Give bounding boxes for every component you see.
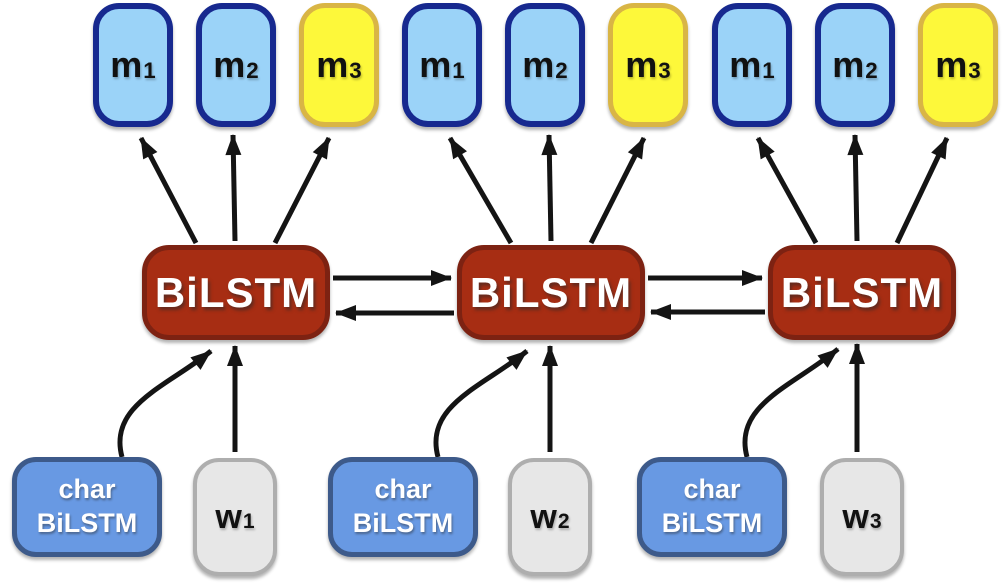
arrow-bilstm1-to-m3 [272,136,332,245]
memory-cell-subscript: 2 [865,57,878,83]
word-subscript: 1 [242,510,255,534]
word-label: w [842,497,869,536]
memory-cell-subscript: 2 [555,57,568,83]
arrow-char2-to-bilstm2 [433,349,529,458]
word-subscript: 2 [557,510,570,534]
bilstm-label: BiLSTM [780,268,944,316]
char-label-line1: char [58,474,116,505]
arrow-bilstm3-to-m3 [894,136,950,245]
arrow-bilstm3-to-m1 [755,136,819,245]
bilstm-label: BiLSTM [154,268,318,316]
char-bilstm-box-2: char BiLSTM [328,457,478,557]
memory-cell-subscript: 3 [658,57,671,83]
bilstm-box-2: BiLSTM [457,245,645,340]
memory-cell-label: m [522,44,555,85]
memory-cell-label: m [729,44,762,85]
memory-cell-subscript: 3 [968,57,981,83]
arrow-bilstm2-to-m1 [447,136,514,245]
arrow-bilstm1-to-m2 [225,134,242,242]
memory-cell-subscript: 1 [762,57,775,83]
memory-cell-subscript: 2 [246,57,259,83]
char-label-line2: BiLSTM [352,508,454,538]
bilstm-label: BiLSTM [469,268,633,316]
arrow-bilstm3-to-m2 [847,134,864,242]
bilstm-box-1: BiLSTM [142,245,330,340]
memory-cell-subscript: 1 [143,57,156,83]
word-label: w [215,497,242,536]
char-label-line1: char [683,474,741,505]
arrow-bilstm2-to-m3 [588,136,647,245]
memory-cell-subscript: 1 [452,57,465,83]
memory-cell-label: m [213,44,246,85]
arrow-bilstm1-to-m1 [138,136,199,245]
arrow-char1-to-bilstm1 [117,349,213,458]
word-subscript: 3 [869,510,882,534]
memory-cell-label: m [419,44,452,85]
char-bilstm-box-3: char BiLSTM [637,457,787,557]
memory-cell-label: m [832,44,865,85]
memory-cell-label: m [935,44,968,85]
arrow-bilstm2-to-m2 [541,134,558,242]
memory-cell-label: m [625,44,658,85]
word-label: w [530,497,557,536]
char-label-line2: BiLSTM [36,508,138,538]
arrow-char3-to-bilstm3 [742,347,840,458]
memory-cell-label: m [110,44,143,85]
char-label-line1: char [374,474,432,505]
memory-cell-label: m [316,44,349,85]
bilstm-box-3: BiLSTM [768,245,956,340]
memory-cell-subscript: 3 [349,57,362,83]
char-bilstm-box-1: char BiLSTM [12,457,162,557]
char-label-line2: BiLSTM [661,508,763,538]
